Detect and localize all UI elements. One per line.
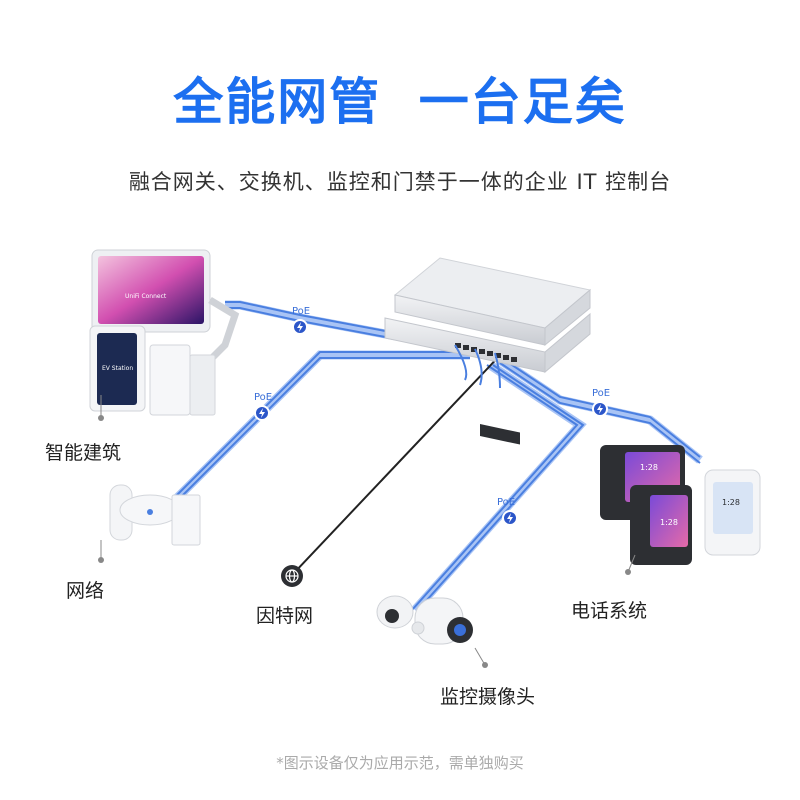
label-phone-system: 电话系统	[571, 600, 648, 622]
console-device	[384, 257, 592, 445]
label-dots	[98, 395, 636, 668]
cable-to-network	[171, 350, 470, 504]
poe-badge-phone: PoE	[592, 388, 610, 417]
label-network: 网络	[66, 580, 105, 602]
phone-time-text-2: 1:28	[660, 518, 678, 527]
lightning-icon	[297, 322, 303, 332]
ev-station-text: EV Station	[102, 365, 133, 372]
phone-time-text-3: 1:28	[722, 498, 740, 507]
lightning-icon	[259, 408, 265, 418]
label-internet: 因特网	[256, 605, 314, 627]
cable-to-smart-building	[225, 300, 461, 353]
page-title: 全能网管 一台足矣	[173, 73, 627, 131]
cable-to-camera	[411, 361, 587, 613]
footnote: *图示设备仅为应用示范，需单独购买	[276, 754, 524, 772]
internet-cable	[291, 349, 506, 576]
phone-time-text: 1:28	[640, 463, 658, 472]
label-smart-building: 智能建筑	[45, 442, 122, 464]
poe-badge-network: PoE	[254, 392, 272, 421]
poe-label: PoE	[497, 497, 515, 508]
page-subtitle: 融合网关、交换机、监控和门禁于一体的企业 IT 控制台	[128, 170, 672, 194]
poe-label: PoE	[592, 388, 610, 399]
label-surveillance: 监控摄像头	[440, 686, 536, 708]
globe-icon	[285, 569, 299, 583]
network-devices	[109, 484, 201, 546]
phone-devices: 1:28 1:28 1:28	[600, 445, 761, 565]
poe-badge-building: PoE	[292, 306, 310, 335]
poe-badge-camera: PoE	[497, 497, 518, 526]
poe-label: PoE	[254, 392, 272, 403]
camera-devices	[376, 595, 473, 645]
lightning-icon	[597, 404, 603, 414]
tablet-brand-text: UniFi Connect	[125, 293, 167, 300]
poe-label: PoE	[292, 306, 310, 317]
internet-node	[281, 565, 303, 587]
smart-building-devices: UniFi Connect EV Station	[89, 249, 240, 416]
lightning-icon	[507, 513, 513, 523]
